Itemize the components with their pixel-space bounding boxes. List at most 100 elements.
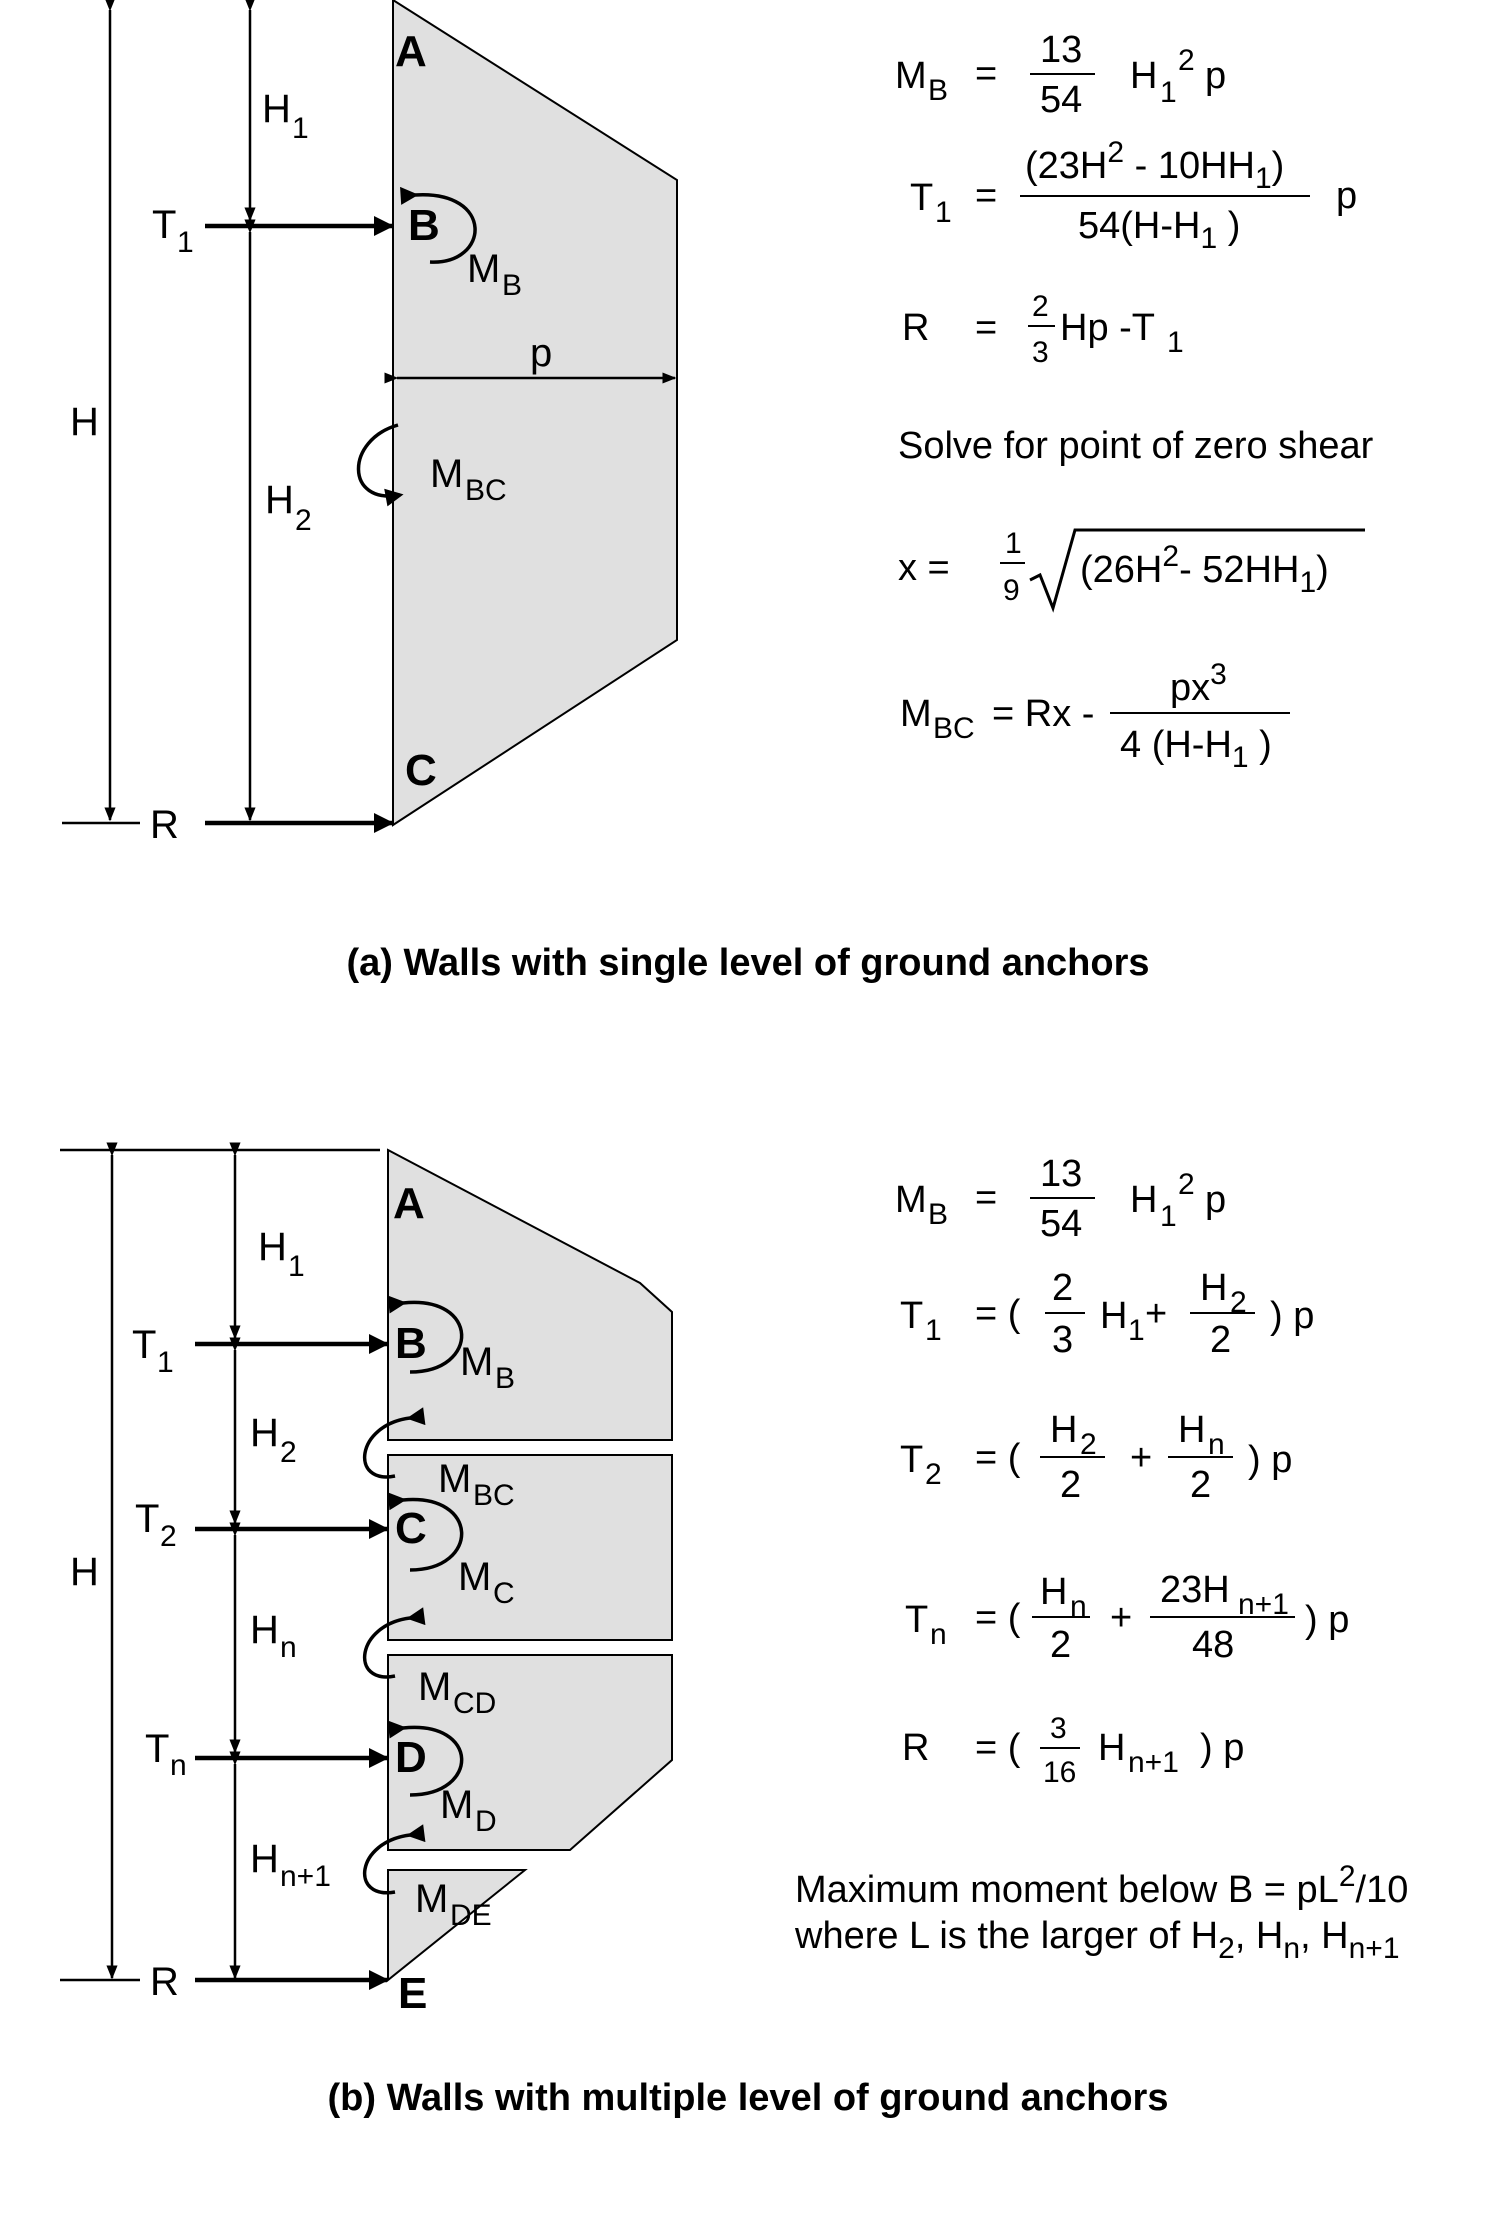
eq-a-mbc-den: 4 (H-H1 ) xyxy=(1120,724,1272,774)
eq-b-note1-a: Maximum moment below B = pL xyxy=(795,1869,1339,1911)
eq-b-tn-lhs-sub: n xyxy=(930,1618,947,1651)
eq-b-note1: Maximum moment below B = pL2/10 xyxy=(795,1860,1408,1911)
eq-b-tn-den2: 48 xyxy=(1192,1624,1234,1666)
eq-b-r-num: 3 xyxy=(1050,1712,1067,1745)
eq-b-t1-mid-sub: 1 xyxy=(1128,1314,1145,1347)
sqrt-sign xyxy=(1029,528,1365,613)
label-t1-sub: 1 xyxy=(177,226,194,259)
panel-b: A B C D E H H 1 H 2 H n H n+1 T 1 T 2 T … xyxy=(60,1142,1408,2119)
label-mcd-b-sub: CD xyxy=(453,1687,496,1720)
moment-arrow-mc-b xyxy=(387,1492,464,1572)
point-d-b: D xyxy=(395,1733,427,1782)
eq-a-mbc-lhs: M xyxy=(900,693,932,735)
label-hn-b: H xyxy=(250,1608,279,1652)
label-mb: M xyxy=(467,247,500,291)
caption-b: (b) Walls with multiple level of ground … xyxy=(328,2077,1169,2119)
eq-b-r-eq: = ( xyxy=(975,1727,1021,1769)
eq-a-t1-lhs: T xyxy=(910,177,933,219)
eq-a-x-rad-c: ) xyxy=(1316,549,1329,591)
eq-a-mbc-num-sup: 3 xyxy=(1210,658,1227,691)
label-hn1-b-sub: n+1 xyxy=(280,1860,331,1893)
eq-a-mbc-lhs-sub: BC xyxy=(933,712,975,745)
eq-b-note2-sub3: n+1 xyxy=(1349,1932,1400,1965)
label-h1-sub: 1 xyxy=(292,112,309,145)
label-md-b: M xyxy=(440,1783,473,1827)
label-md-b-sub: D xyxy=(475,1805,497,1838)
label-h1-b: H xyxy=(258,1225,287,1269)
eq-b-tn-eq: = ( xyxy=(975,1597,1021,1639)
eq-b-tn-den: 2 xyxy=(1050,1624,1071,1666)
eq-a-solve: Solve for point of zero shear xyxy=(898,425,1374,467)
eq-a-x-rad-a: (26H xyxy=(1080,549,1162,591)
point-c: C xyxy=(405,746,437,795)
eq-b-note2-c: , H xyxy=(1300,1915,1349,1957)
label-tn-b: T xyxy=(145,1727,169,1771)
eq-b-t1-lhs: T xyxy=(900,1295,923,1337)
eq-a-t1-num-a: (23H xyxy=(1025,145,1107,187)
eq-b-mb-rhs-p: p xyxy=(1205,1179,1226,1221)
eq-a-x-rad-sub: 1 xyxy=(1299,566,1316,599)
eq-b-t2-num2: H xyxy=(1178,1409,1205,1451)
eq-a-x-lhs: x = xyxy=(898,547,950,589)
eq-b-mb-eq: = xyxy=(975,1177,997,1219)
eq-a-r-rhs-sub: 1 xyxy=(1167,326,1184,359)
eq-a-mbc-den-sub: 1 xyxy=(1232,741,1249,774)
eq-b-t2-num: H xyxy=(1050,1409,1077,1451)
eq-b-mb-rhs-sup: 2 xyxy=(1178,1168,1195,1201)
eq-b-t1-den2: 2 xyxy=(1210,1319,1231,1361)
eq-b-t1-num2: H xyxy=(1200,1267,1227,1309)
point-a-b: A xyxy=(393,1179,425,1228)
eq-a-t1-p: p xyxy=(1336,175,1357,217)
moment-arrow-md-b xyxy=(387,1720,464,1797)
eq-b-note2-b: , H xyxy=(1235,1915,1284,1957)
eq-a-mb-rhs-sub: 1 xyxy=(1160,76,1177,109)
eq-b-note1-end: /10 xyxy=(1356,1869,1409,1911)
eq-b-mb-rhs-sub: 1 xyxy=(1160,1200,1177,1233)
caption-a: (a) Walls with single level of ground an… xyxy=(346,942,1149,984)
eq-b-mb-lhs-sub: B xyxy=(928,1198,948,1231)
equations-b: M B = 13 54 H 1 2 p T 1 = ( 2 3 H 1 + H … xyxy=(794,1153,1408,1965)
eq-b-note2-sub1: 2 xyxy=(1218,1932,1235,1965)
label-hn1-b: H xyxy=(250,1837,279,1881)
eq-a-t1-den-a: 54(H-H xyxy=(1078,205,1200,247)
label-t1-b: T xyxy=(132,1323,156,1367)
eq-b-r-mid: H xyxy=(1098,1727,1125,1769)
eq-b-tn-num2: 23H xyxy=(1160,1569,1230,1611)
moment-arrow-mbc xyxy=(356,423,404,507)
eq-b-note1-sup: 2 xyxy=(1339,1860,1356,1893)
eq-b-t2-lhs-sub: 2 xyxy=(925,1458,942,1491)
point-a: A xyxy=(395,27,427,76)
eq-a-t1-den-sub: 1 xyxy=(1200,222,1217,255)
eq-b-t2-lhs: T xyxy=(900,1439,923,1481)
eq-a-mb-rhs-sup: 2 xyxy=(1178,44,1195,77)
eq-b-t1-plus: + xyxy=(1145,1293,1167,1335)
eq-b-t2-close: ) p xyxy=(1248,1439,1292,1481)
eq-b-r-close: ) p xyxy=(1200,1727,1244,1769)
label-p: p xyxy=(530,331,552,375)
eq-b-t1-num2-sub: 2 xyxy=(1230,1286,1247,1319)
label-h2: H xyxy=(265,478,294,522)
label-mb-b-sub: B xyxy=(495,1362,515,1395)
label-h-b: H xyxy=(70,1550,99,1594)
moment-arrow-mb xyxy=(400,186,477,264)
eq-a-mb-eq: = xyxy=(975,53,997,95)
eq-b-t2-den: 2 xyxy=(1060,1464,1081,1506)
eq-b-t1-eq: = ( xyxy=(975,1293,1021,1335)
pressure-segment-1 xyxy=(387,1148,673,1441)
equations-a: M B = 13 54 H 1 2 p T 1 = (23H2 - 10HH1)… xyxy=(895,29,1374,774)
label-mbc: M xyxy=(430,452,463,496)
moment-arrow-mb-b xyxy=(387,1295,464,1374)
label-t1: T xyxy=(152,203,176,247)
eq-b-t1-close: ) p xyxy=(1270,1295,1314,1337)
eq-b-mb-den: 54 xyxy=(1040,1203,1082,1245)
label-h: H xyxy=(70,400,99,444)
eq-a-x-num: 1 xyxy=(1005,527,1022,560)
eq-b-tn-plus: + xyxy=(1110,1597,1132,1639)
label-t2-b: T xyxy=(135,1497,159,1541)
eq-a-mb-den: 54 xyxy=(1040,79,1082,121)
label-mbc-b-sub: BC xyxy=(473,1479,515,1512)
pressure-segment-3 xyxy=(387,1654,673,1851)
eq-a-t1-lhs-sub: 1 xyxy=(935,196,952,229)
eq-b-t1-lhs-sub: 1 xyxy=(925,1314,942,1347)
